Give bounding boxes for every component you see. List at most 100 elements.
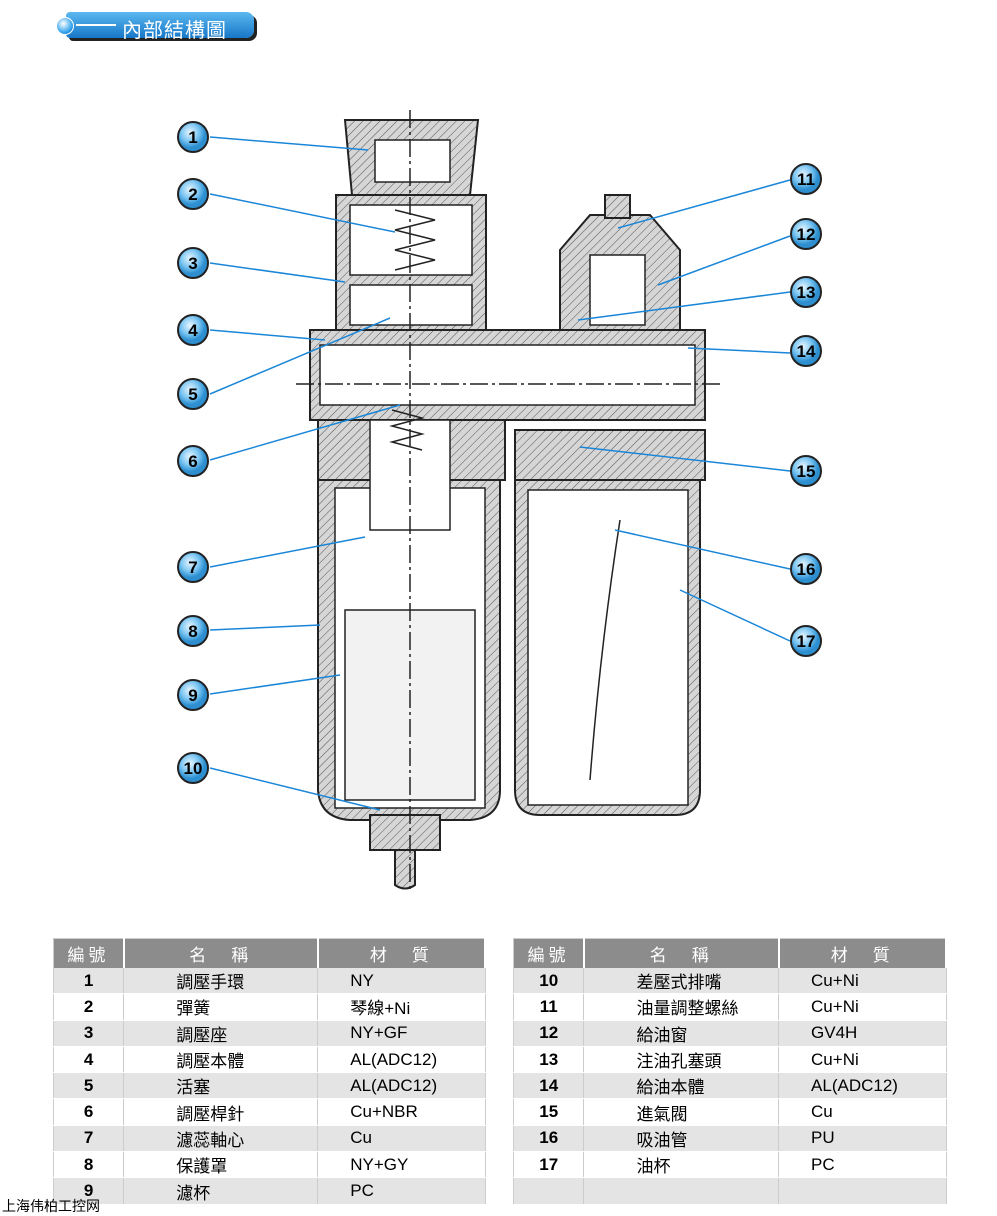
table-header: 編號名 稱材 質	[513, 938, 948, 968]
part-number: 10	[513, 968, 585, 995]
callout-3: 3	[177, 247, 209, 279]
part-number: 16	[513, 1125, 585, 1153]
callout-14: 14	[790, 335, 822, 367]
part-number: 15	[513, 1098, 585, 1126]
header-material: 材 質	[317, 938, 487, 968]
part-name: 調壓本體	[123, 1046, 319, 1074]
callout-16: 16	[790, 553, 822, 585]
svg-text:7: 7	[188, 558, 197, 577]
part-number: 12	[513, 1020, 585, 1047]
part-material: Cu+Ni	[778, 993, 947, 1021]
svg-text:17: 17	[797, 632, 816, 651]
part-material: PC	[778, 1151, 947, 1179]
table-row	[513, 1177, 947, 1205]
part-material: PC	[317, 1177, 486, 1205]
svg-text:16: 16	[797, 560, 816, 579]
part-name: 濾蕊軸心	[123, 1125, 319, 1153]
svg-text:10: 10	[184, 759, 203, 778]
svg-text:13: 13	[797, 283, 816, 302]
watermark: 上海伟柏工控网	[2, 1198, 100, 1214]
svg-text:9: 9	[188, 686, 197, 705]
part-name: 濾杯	[123, 1177, 319, 1205]
part-material: Cu+Ni	[778, 968, 947, 995]
part-name: 保護罩	[123, 1151, 319, 1179]
part-name: 調壓桿針	[123, 1098, 319, 1126]
part-name: 差壓式排嘴	[583, 968, 780, 995]
callout-17: 17	[790, 625, 822, 657]
callout-7: 7	[177, 551, 209, 583]
structure-diagram: 1 2 3 4 5 6 7 8 9 10 11 12 13 14 15 16 1…	[177, 110, 822, 890]
header-name: 名 稱	[583, 938, 780, 968]
part-material: Cu	[778, 1098, 947, 1126]
part-material: GV4H	[778, 1020, 947, 1047]
callout-13: 13	[790, 276, 822, 308]
callout-10: 10	[177, 752, 209, 784]
svg-text:12: 12	[797, 225, 816, 244]
svg-text:5: 5	[188, 385, 197, 404]
header-no: 編號	[513, 938, 585, 968]
section-title-badge: 內部結構圖	[52, 12, 256, 42]
svg-text:4: 4	[188, 321, 198, 340]
part-number: 13	[513, 1046, 585, 1074]
callout-6: 6	[177, 445, 209, 477]
part-number	[513, 1177, 585, 1205]
svg-text:2: 2	[188, 185, 197, 204]
svg-text:8: 8	[188, 622, 197, 641]
svg-text:3: 3	[188, 254, 197, 273]
callout-1: 1	[177, 121, 209, 153]
badge-line	[76, 24, 116, 26]
part-material: NY+GY	[317, 1151, 486, 1179]
part-name: 給油窗	[583, 1020, 780, 1047]
callout-5: 5	[177, 378, 209, 410]
part-number: 9	[53, 1177, 125, 1205]
table-header: 編號名 稱材 質	[53, 938, 487, 968]
part-material: NY+GF	[317, 1020, 486, 1047]
internal-cavities	[296, 110, 720, 890]
part-material	[778, 1177, 947, 1205]
part-number: 4	[53, 1046, 125, 1074]
callout-15: 15	[790, 455, 822, 487]
part-material: AL(ADC12)	[317, 1072, 486, 1100]
svg-text:15: 15	[797, 462, 816, 481]
part-material: PU	[778, 1125, 947, 1153]
part-material: AL(ADC12)	[778, 1072, 947, 1100]
section-title: 內部結構圖	[122, 20, 227, 42]
svg-text:1: 1	[188, 128, 197, 147]
part-name: 調壓座	[123, 1020, 319, 1047]
part-number: 1	[53, 968, 125, 995]
part-name: 彈簧	[123, 993, 319, 1021]
part-name: 進氣閥	[583, 1098, 780, 1126]
header-no: 編號	[53, 938, 125, 968]
svg-text:6: 6	[188, 452, 197, 471]
part-number: 17	[513, 1151, 585, 1179]
callout-12: 12	[790, 218, 822, 250]
part-name: 給油本體	[583, 1072, 780, 1100]
part-number: 2	[53, 993, 125, 1021]
part-material: 琴線+Ni	[317, 993, 486, 1021]
header-material: 材 質	[778, 938, 948, 968]
part-material: AL(ADC12)	[317, 1046, 486, 1074]
part-material: Cu+NBR	[317, 1098, 486, 1126]
callout-2: 2	[177, 178, 209, 210]
part-name: 吸油管	[583, 1125, 780, 1153]
part-name: 油杯	[583, 1151, 780, 1179]
part-name	[583, 1177, 780, 1205]
part-number: 8	[53, 1151, 125, 1179]
callout-11: 11	[790, 163, 822, 195]
part-number: 6	[53, 1098, 125, 1126]
